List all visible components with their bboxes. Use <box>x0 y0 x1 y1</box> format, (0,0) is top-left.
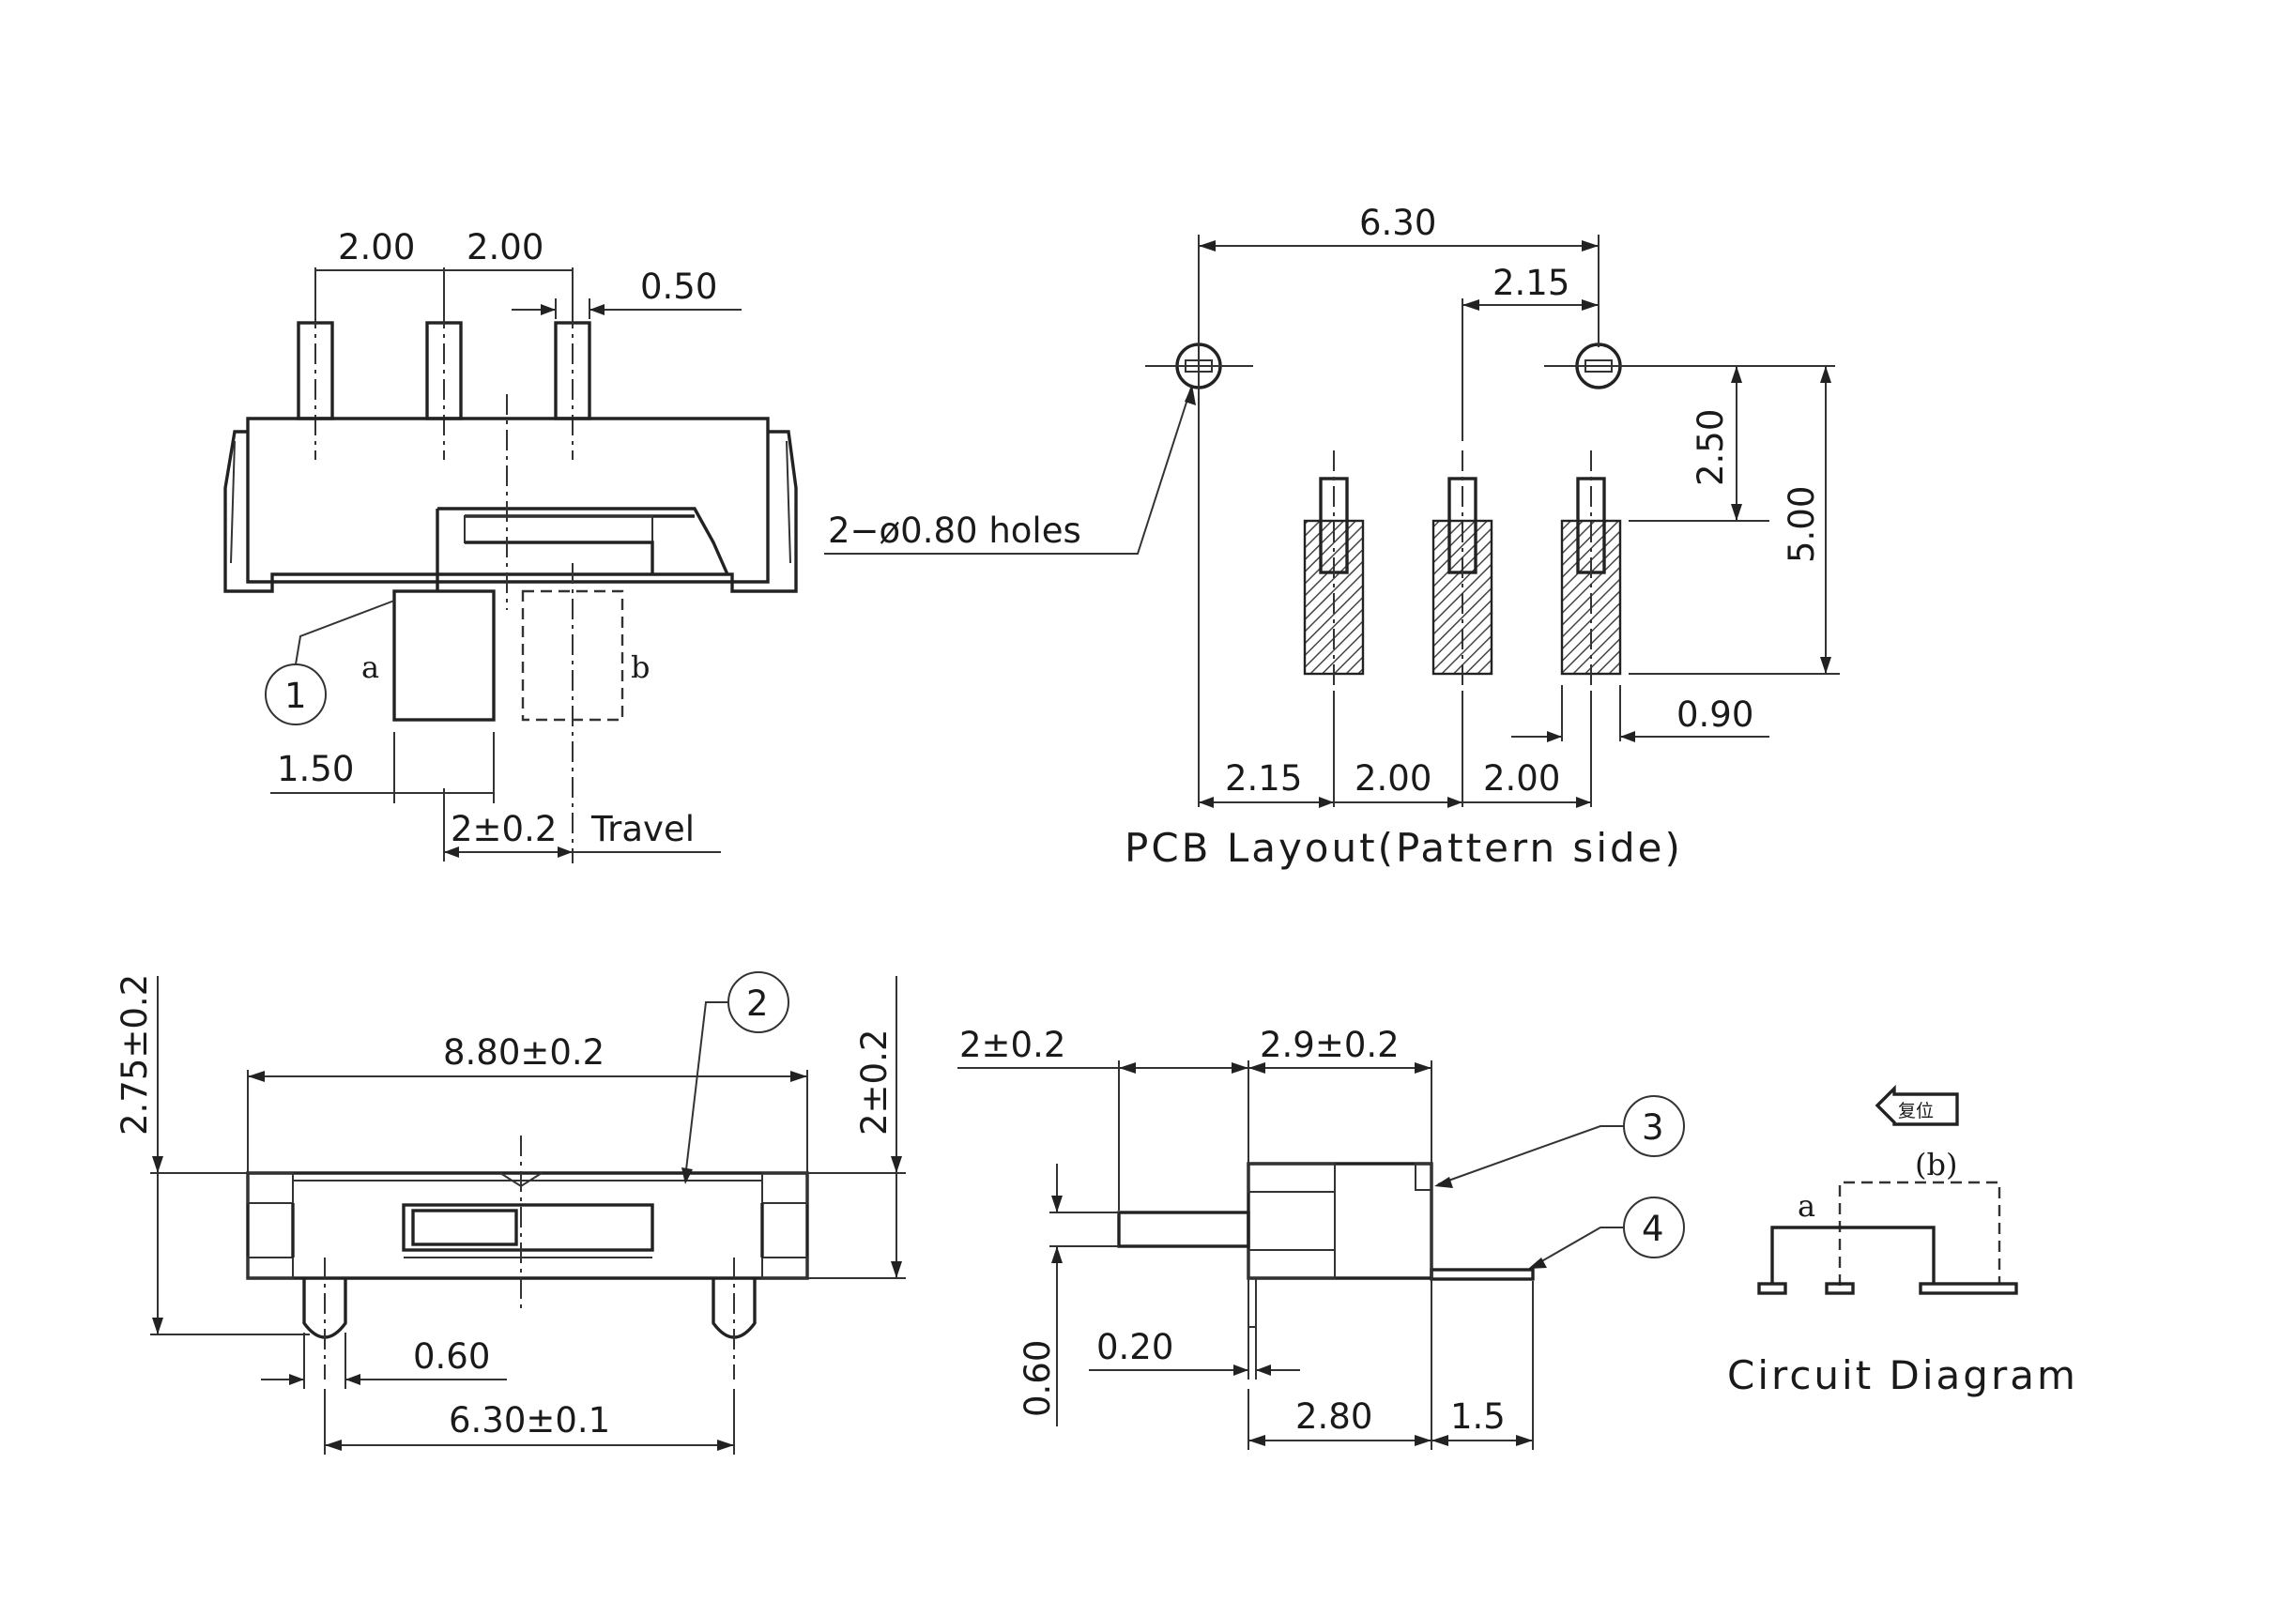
dim-actuator-offset: 1.50 <box>277 749 354 789</box>
dim-body-height: 2±0.2 <box>854 1029 895 1136</box>
dim-lead-extension: 1.5 <box>1450 1396 1506 1437</box>
holes-label: 2−ø0.80 holes <box>828 511 1081 551</box>
callout-1-number: 1 <box>284 676 307 716</box>
position-b-label: b <box>631 649 650 685</box>
contact-3 <box>1919 1282 2018 1295</box>
dim-travel: 2±0.2 <box>451 809 557 849</box>
front-view: 8.80±0.2 2.75±0.2 2±0.2 2 0.60 6.30 <box>115 971 906 1455</box>
switch-body-top <box>246 417 770 584</box>
dim-pad-pitch-1: 2.00 <box>1355 758 1431 799</box>
callout-3-number: 3 <box>1642 1107 1664 1148</box>
dim-first-pad: 2.15 <box>1225 758 1302 799</box>
position-a-label: a <box>361 649 379 685</box>
dim-height: 2.75±0.2 <box>115 974 155 1136</box>
dim-body-depth: 2.9±0.2 <box>1260 1025 1400 1065</box>
dim-pitch-left: 2.00 <box>338 227 415 267</box>
dim-hole-offset: 2.15 <box>1492 263 1569 303</box>
dim-pitch-right: 2.00 <box>467 227 543 267</box>
actuator-side <box>1117 1211 1250 1248</box>
contact-1 <box>1757 1282 1787 1295</box>
side-view: 2±0.2 2.9±0.2 0.60 0.20 2.80 1.5 3 <box>957 1025 1685 1450</box>
terminal-lead <box>1430 1268 1535 1281</box>
top-view: a b 1 2.00 2.00 0.50 1.50 2±0.2 Travel <box>223 227 798 863</box>
switch-body-side <box>1247 1162 1433 1280</box>
dim-pad-width: 0.90 <box>1676 694 1753 735</box>
dim-lead-thickness: 0.20 <box>1096 1327 1173 1367</box>
travel-label: Travel <box>590 809 695 849</box>
dim-hole-to-pad-bottom: 5.00 <box>1782 486 1822 563</box>
pcb-layout: 6.30 2.15 2−ø0.80 holes 2.50 5.00 0.90 <box>824 203 1840 871</box>
reset-arrow-icon <box>1875 1084 1959 1126</box>
contact-2 <box>1825 1282 1855 1295</box>
dim-lug-span: 6.30±0.1 <box>449 1400 610 1441</box>
callout-4-number: 4 <box>1642 1209 1664 1249</box>
dim-pin-width: 0.50 <box>640 267 717 307</box>
dim-hole-span: 6.30 <box>1359 203 1436 243</box>
dim-lug-width: 0.60 <box>413 1336 490 1377</box>
callout-2-number: 2 <box>746 983 769 1024</box>
reset-label: 复位 <box>1898 1101 1934 1121</box>
dim-lead-base: 2.80 <box>1295 1396 1372 1437</box>
dim-hole-to-pad: 2.50 <box>1691 409 1731 486</box>
dim-actuator-length: 2±0.2 <box>959 1025 1065 1065</box>
dim-body-length: 8.80±0.2 <box>443 1032 605 1073</box>
pcb-layout-title: PCB Layout(Pattern side) <box>1125 825 1683 871</box>
circuit-diagram: 复位 (b) a Circuit Diagram <box>1727 1084 2078 1398</box>
dim-pad-pitch-2: 2.00 <box>1483 758 1560 799</box>
label-a: a <box>1798 1188 1815 1224</box>
circuit-title: Circuit Diagram <box>1727 1352 2078 1398</box>
label-b: (b) <box>1915 1147 1957 1182</box>
switch-body-front <box>246 1171 809 1280</box>
actuator-position-a <box>392 589 496 722</box>
dim-lead-offset: 0.60 <box>1018 1340 1058 1417</box>
